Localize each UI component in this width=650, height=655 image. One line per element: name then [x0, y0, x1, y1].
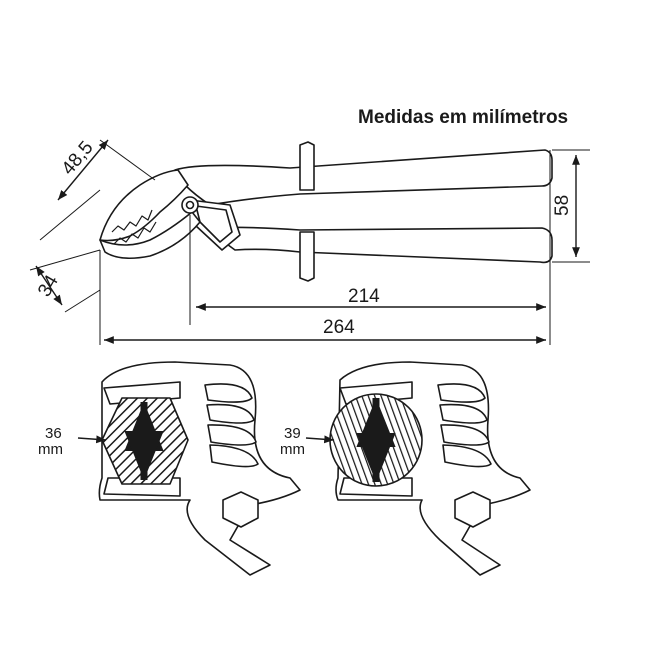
jaw-teeth-lower: [113, 221, 157, 245]
dim-label-214: 214: [348, 286, 380, 307]
lower-guard: [299, 231, 315, 282]
hex-capacity-value: 36: [45, 425, 62, 442]
hex-capacity-detail: [98, 361, 301, 576]
dimension-arrows: [35, 139, 580, 344]
hex-rib-2: [206, 403, 255, 424]
round-rib-3: [440, 424, 490, 446]
round-capacity-value: 39: [284, 425, 301, 442]
round-rib-1: [437, 383, 486, 403]
round-pointer: [305, 435, 335, 444]
round-rib-2: [439, 403, 488, 424]
upper-jaw: [99, 169, 189, 242]
round-rib-4: [442, 444, 492, 468]
lower-jaw: [99, 211, 201, 260]
dim-arrow-48-5: [57, 139, 109, 201]
dim-label-58: 58: [552, 195, 573, 216]
dim-label-34: 34: [34, 271, 63, 300]
dim-label-264: 264: [323, 317, 355, 338]
hex-rib-3: [207, 424, 257, 446]
round-pivot-bolt: [454, 491, 491, 528]
hex-rib-1: [204, 383, 253, 403]
channel-groove: [195, 205, 233, 243]
upper-guard: [299, 141, 315, 191]
pivot-bolt-center: [185, 200, 195, 210]
hex-rib-4: [209, 444, 259, 468]
dim-arrow-34: [35, 265, 63, 306]
round-capacity-detail: [329, 361, 531, 576]
lower-handle: [204, 226, 553, 264]
upper-handle: [174, 149, 553, 206]
hex-pointer: [77, 435, 107, 444]
hex-capacity-unit: mm: [38, 441, 63, 458]
jaw-teeth: [111, 209, 153, 233]
hex-pivot-bolt: [222, 491, 259, 528]
round-capacity-unit: mm: [280, 441, 305, 458]
extension-lines: [29, 139, 590, 345]
dim-label-48-5: 48,5: [58, 137, 98, 179]
plier-side-view: [99, 141, 553, 282]
units-title: Medidas em milímetros: [358, 107, 568, 128]
